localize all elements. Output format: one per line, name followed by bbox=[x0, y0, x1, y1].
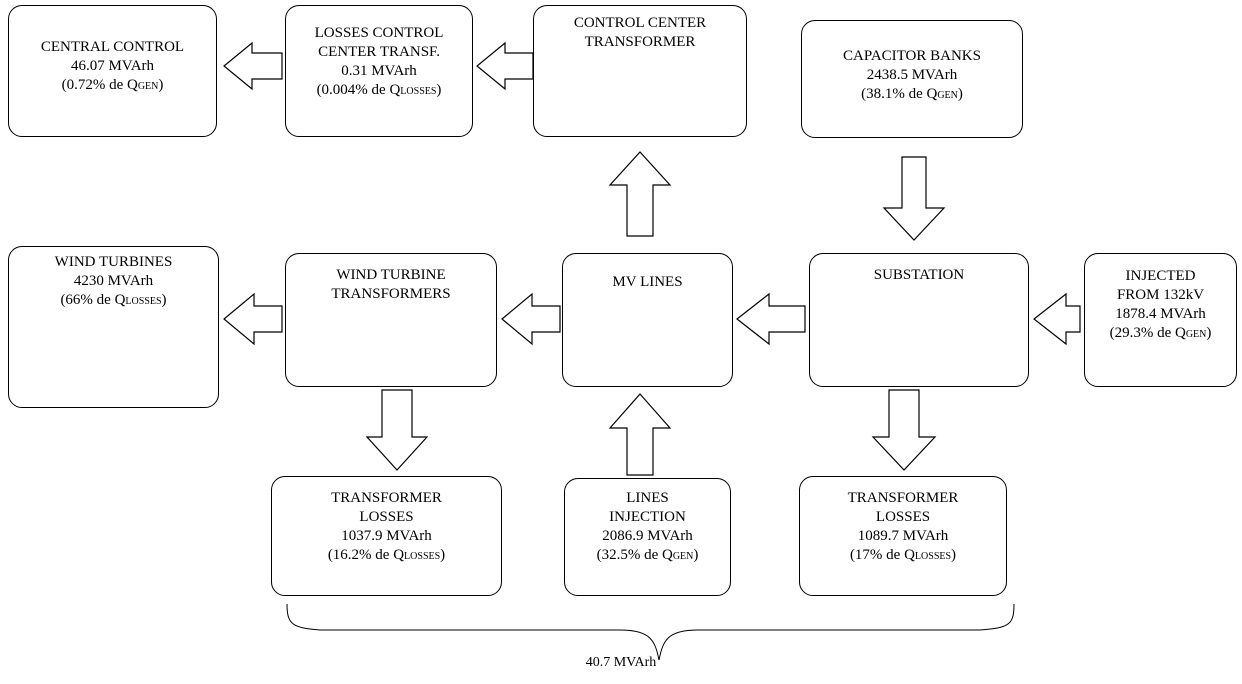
transformer-losses-left-value: 1037.9 MVArh bbox=[341, 528, 432, 544]
wind-turbines-box: WIND TURBINES 4230 MVArh (66% de QLOSSES… bbox=[8, 246, 219, 408]
lines-injection-box: LINES INJECTION 2086.9 MVArh (32.5% de Q… bbox=[564, 478, 731, 596]
arrow-to-mv-lines bbox=[736, 292, 806, 346]
control-center-transformer-box: CONTROL CENTER TRANSFORMER bbox=[533, 5, 747, 137]
arrow-to-control-center bbox=[608, 151, 672, 237]
arrow-to-transformer-losses-left bbox=[365, 389, 429, 471]
lines-injection-title-1: LINES bbox=[626, 490, 669, 506]
injected-title-2: FROM 132kV bbox=[1116, 287, 1205, 303]
capacitor-banks-value: 2438.5 MVArh bbox=[866, 67, 958, 83]
wind-turbine-transformers-box: WIND TURBINE TRANSFORMERS bbox=[285, 253, 497, 387]
wind-turbine-transformers-title-1: WIND TURBINE bbox=[336, 267, 446, 283]
losses-control-box: LOSSES CONTROL CENTER TRANSF. 0.31 MVArh… bbox=[285, 5, 473, 137]
transformer-losses-right-value: 1089.7 MVArh bbox=[857, 528, 949, 544]
central-control-percentage: (0.72% de QGEN) bbox=[61, 77, 164, 93]
capacitor-banks-box: CAPACITOR BANKS 2438.5 MVArh (38.1% de Q… bbox=[801, 20, 1023, 138]
arrow-to-wt-transformers bbox=[501, 292, 561, 346]
arrow-to-transformer-losses-right bbox=[871, 389, 937, 471]
arrow-to-wind-turbines bbox=[223, 292, 283, 346]
transformer-losses-right-box: TRANSFORMER LOSSES 1089.7 MVArh (17% de … bbox=[799, 476, 1007, 596]
injected-percentage: (29.3% de QGEN) bbox=[1109, 325, 1212, 341]
transformer-losses-left-percentage: (16.2% de QLOSSES) bbox=[327, 547, 446, 563]
central-control-box: CENTRAL CONTROL 46.07 MVArh (0.72% de QG… bbox=[8, 5, 217, 137]
substation-title: SUBSTATION bbox=[873, 267, 965, 283]
transformer-losses-right-title-2: LOSSES bbox=[875, 509, 931, 525]
wind-turbines-value: 4230 MVArh bbox=[73, 273, 154, 289]
arrow-to-central-control bbox=[223, 41, 283, 91]
lines-injection-title-2: INJECTION bbox=[609, 509, 686, 525]
transformer-losses-right-title-1: TRANSFORMER bbox=[847, 490, 959, 506]
arrow-from-lines-injection bbox=[608, 393, 672, 476]
control-center-transformer-title-2: TRANSFORMER bbox=[584, 34, 696, 50]
injected-value: 1878.4 MVArh bbox=[1115, 306, 1206, 322]
control-center-transformer-title-1: CONTROL CENTER bbox=[573, 15, 707, 31]
central-control-title: CENTRAL CONTROL bbox=[40, 39, 185, 55]
lines-injection-percentage: (32.5% de QGEN) bbox=[596, 547, 699, 563]
total-brace bbox=[286, 603, 1015, 661]
lines-injection-value: 2086.9 MVArh bbox=[602, 528, 693, 544]
total-label: 40.7 MVArh bbox=[585, 655, 657, 670]
wind-turbines-title: WIND TURBINES bbox=[54, 254, 173, 270]
mv-lines-title: MV LINES bbox=[612, 274, 683, 290]
injected-title-1: INJECTED bbox=[1125, 268, 1196, 284]
transformer-losses-left-title-1: TRANSFORMER bbox=[331, 490, 442, 506]
capacitor-banks-percentage: (38.1% de QGEN) bbox=[861, 86, 963, 102]
wind-turbine-transformers-title-2: TRANSFORMERS bbox=[331, 286, 451, 302]
arrow-from-capacitor-banks bbox=[882, 156, 946, 241]
losses-control-title-2: CENTER TRANSF. bbox=[318, 44, 440, 60]
injected-box: INJECTED FROM 132kV 1878.4 MVArh (29.3% … bbox=[1084, 253, 1237, 387]
wind-turbines-percentage: (66% de QLOSSES) bbox=[60, 292, 167, 308]
transformer-losses-left-title-2: LOSSES bbox=[359, 509, 414, 525]
central-control-value: 46.07 MVArh bbox=[70, 58, 155, 74]
losses-control-percentage: (0.004% de QLOSSES) bbox=[316, 82, 442, 98]
mv-lines-box: MV LINES bbox=[562, 253, 733, 387]
substation-box: SUBSTATION bbox=[809, 253, 1029, 387]
arrow-from-injected bbox=[1033, 292, 1081, 346]
transformer-losses-right-percentage: (17% de QLOSSES) bbox=[849, 547, 957, 563]
arrow-to-losses-control bbox=[476, 41, 534, 91]
losses-control-title-1: LOSSES CONTROL bbox=[314, 25, 444, 41]
capacitor-banks-title: CAPACITOR BANKS bbox=[843, 48, 981, 64]
losses-control-value: 0.31 MVArh bbox=[341, 63, 417, 79]
transformer-losses-left-box: TRANSFORMER LOSSES 1037.9 MVArh (16.2% d… bbox=[271, 476, 502, 596]
